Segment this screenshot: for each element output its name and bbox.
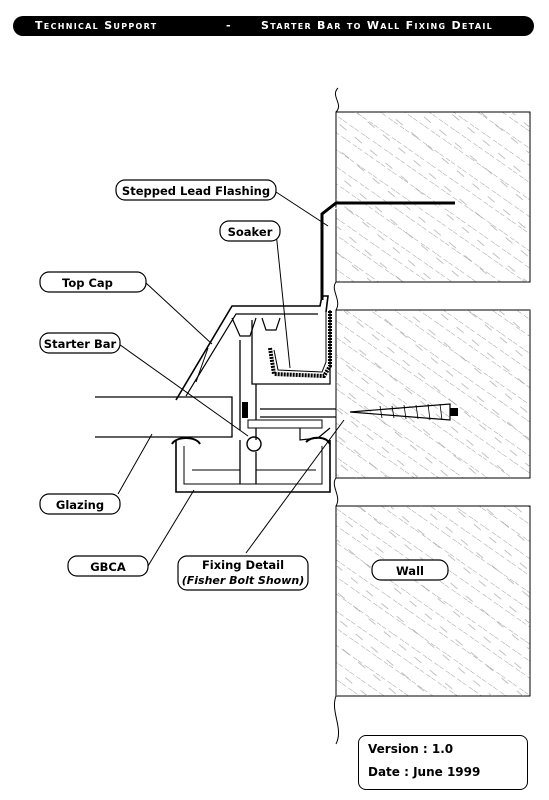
leader-soaker bbox=[275, 231, 291, 369]
label-starter-bar: Starter Bar bbox=[44, 337, 117, 351]
label-wall: Wall bbox=[396, 564, 424, 578]
label-fixing-detail-note: (Fisher Bolt Shown) bbox=[182, 574, 305, 587]
leader-top-cap bbox=[145, 282, 213, 345]
title-banner: Technical Support - Starter Bar to Wall … bbox=[13, 16, 534, 36]
label-glazing: Glazing bbox=[56, 498, 104, 512]
lead-flashing bbox=[320, 201, 455, 300]
header-right-text: Starter Bar to Wall Fixing Detail bbox=[261, 19, 493, 32]
leader-fixing-detail bbox=[245, 419, 345, 554]
top-cap bbox=[175, 295, 329, 401]
header-left-text: Technical Support bbox=[35, 19, 158, 32]
revision-info-box: Version : 1.0 Date : June 1999 bbox=[358, 735, 528, 790]
callout-gbca: GBCA bbox=[67, 555, 149, 577]
callout-top-cap: Top Cap bbox=[39, 271, 147, 293]
callout-wall: Wall bbox=[371, 559, 449, 581]
gbca-profile bbox=[171, 436, 331, 493]
leader-stepped-lead-flashing bbox=[275, 191, 329, 227]
glazing-panel bbox=[95, 396, 233, 438]
label-fixing-detail: Fixing Detail bbox=[202, 558, 284, 572]
header-separator: - bbox=[226, 19, 232, 32]
callout-stepped-lead-flashing: Stepped Lead Flashing bbox=[115, 179, 277, 201]
label-gbca: GBCA bbox=[90, 560, 126, 574]
callout-starter-bar: Starter Bar bbox=[39, 332, 121, 354]
label-stepped-lead-flashing: Stepped Lead Flashing bbox=[122, 184, 270, 198]
callout-glazing: Glazing bbox=[39, 493, 121, 515]
version-text: Version : 1.0 bbox=[368, 742, 454, 756]
wall-break-line bbox=[333, 87, 340, 745]
date-text: Date : June 1999 bbox=[368, 765, 481, 779]
label-soaker: Soaker bbox=[228, 225, 273, 239]
leader-glazing bbox=[117, 433, 153, 495]
leader-starter-bar bbox=[115, 341, 249, 437]
label-top-cap: Top Cap bbox=[62, 276, 113, 290]
leader-gbca bbox=[147, 489, 195, 567]
leader-lines bbox=[115, 191, 345, 567]
fisher-bolt bbox=[260, 403, 458, 421]
callout-soaker: Soaker bbox=[219, 220, 281, 242]
wall bbox=[333, 87, 531, 745]
callout-fixing-detail: Fixing Detail (Fisher Bolt Shown) bbox=[177, 555, 309, 591]
starter-bar bbox=[239, 310, 331, 484]
